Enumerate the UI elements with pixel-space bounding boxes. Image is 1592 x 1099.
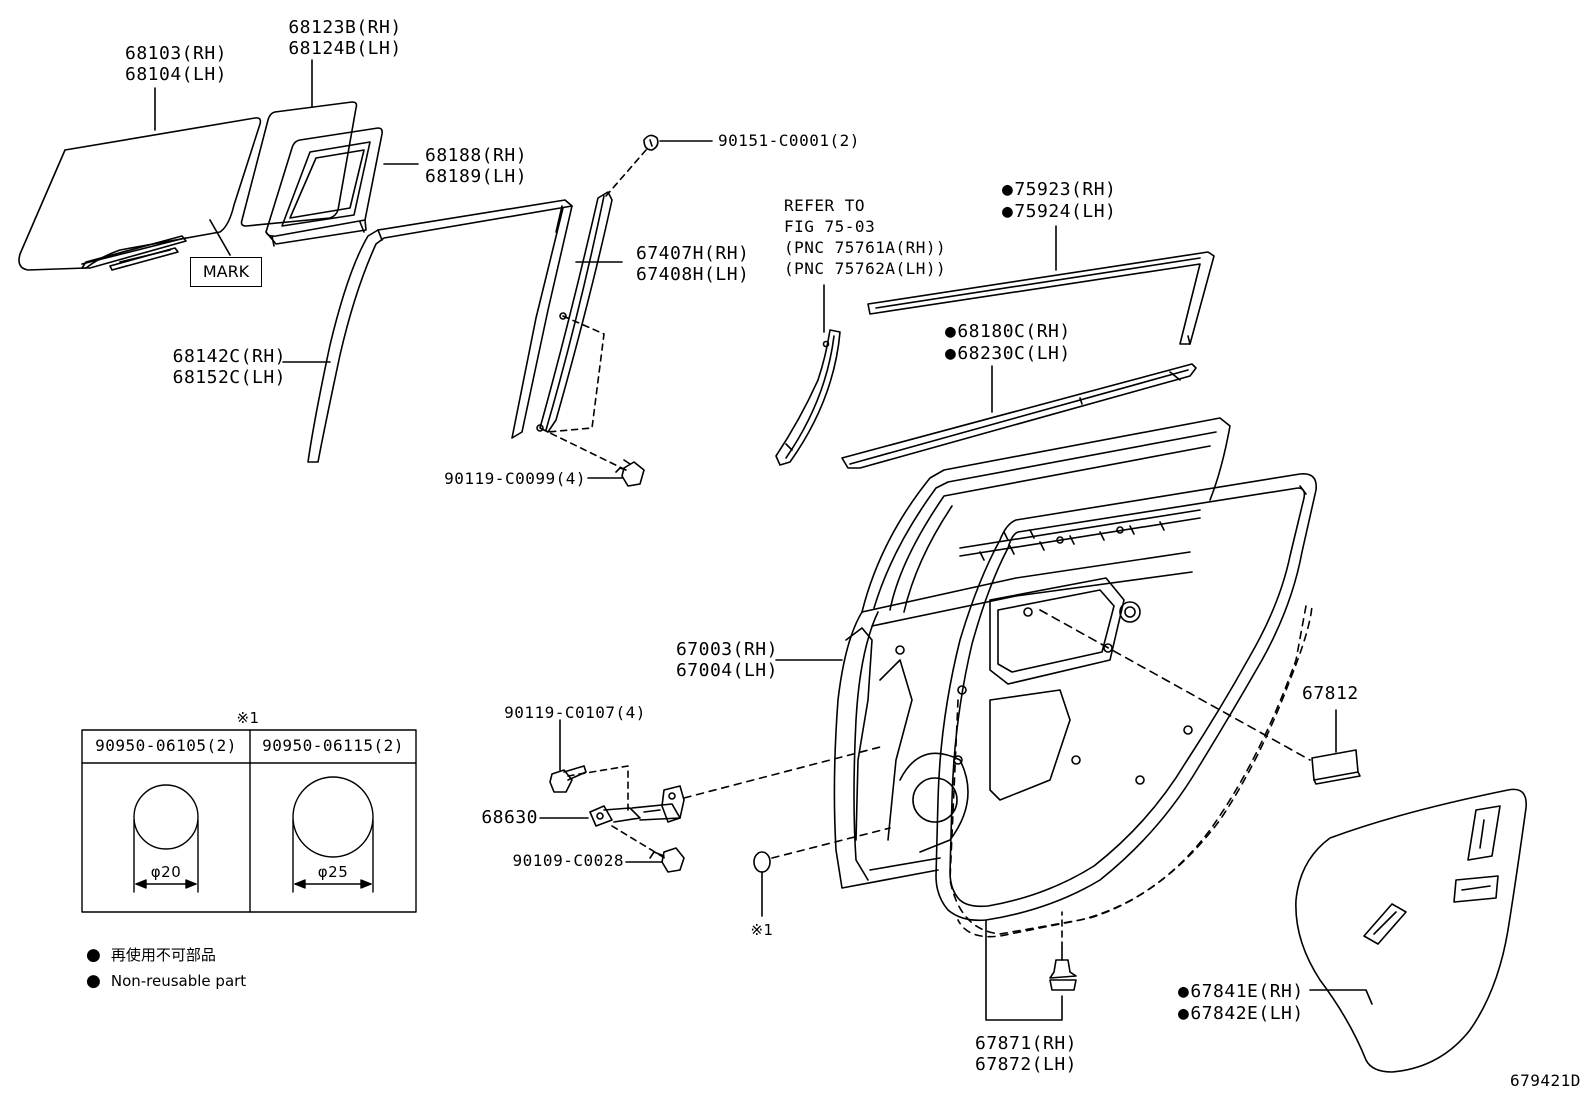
dashed-weatherstrip-outer <box>957 605 1307 938</box>
belt-weatherstrip-inner <box>841 363 1197 469</box>
screw-90151 <box>643 134 659 151</box>
label-67812: 67812 <box>1302 683 1359 704</box>
bolt-90119-c0099 <box>615 459 645 487</box>
plug-table-dim-2: φ25 <box>317 863 349 881</box>
dashed-67407h-bolt <box>547 315 631 473</box>
plug-table-dim-1: φ20 <box>150 863 182 881</box>
label-67871: 67871(RH) <box>974 1033 1078 1054</box>
door-glass <box>18 117 262 271</box>
refer-line-4: (PNC 75762A(LH)) <box>784 259 947 278</box>
service-hole-cover <box>1295 788 1527 1073</box>
label-68142c: 68142C(RH) <box>172 346 286 367</box>
label-90151: 90151-C0001(2) <box>718 131 860 150</box>
label-90119-c0107: 90119-C0107(4) <box>504 703 646 722</box>
dashed-hinge-bolts <box>567 765 669 861</box>
dashed-weatherstrip-inner <box>949 605 1313 935</box>
label-68152c: 68152C(LH) <box>172 367 286 388</box>
label-67842e: 67842E(LH) <box>1178 1004 1304 1024</box>
plug-circle-25 <box>292 776 374 858</box>
clip-67871 <box>1049 947 1077 991</box>
plug-table <box>81 729 417 913</box>
label-68104: 68104(LH) <box>124 64 228 85</box>
plug-table-ref: ※1 <box>236 709 260 727</box>
dashed-hinge-door <box>683 745 885 799</box>
door-weatherstrip <box>935 473 1317 922</box>
label-68188: 68188(RH) <box>425 145 528 166</box>
dashed-plug <box>771 827 891 859</box>
refer-line-3: (PNC 75761A(RH)) <box>784 238 947 257</box>
label-68124b: 68124B(LH) <box>288 38 402 59</box>
dashed-67812 <box>1039 609 1311 761</box>
label-67841e: 67841E(RH) <box>1178 982 1304 1002</box>
label-75924: 75924(LH) <box>1002 202 1116 222</box>
label-68180c: 68180C(RH) <box>945 322 1071 342</box>
refer-line-2: FIG 75-03 <box>784 217 876 236</box>
door-hinge <box>589 785 685 827</box>
plug-circle-20 <box>133 784 199 850</box>
label-90109-c0028: 90109-C0028 <box>512 851 624 870</box>
division-bar <box>536 191 613 433</box>
belt-moulding-outer <box>867 251 1215 345</box>
label-67407h: 67407H(RH) <box>636 243 750 264</box>
hole-plug-67812 <box>1311 749 1361 785</box>
glass-run <box>307 199 573 463</box>
refer-line-1: REFER TO <box>784 196 866 215</box>
dashed-67407h-screw <box>605 149 647 197</box>
label-68103: 68103(RH) <box>124 43 228 64</box>
label-68123b: 68123B(RH) <box>288 17 402 38</box>
quarter-glass <box>240 101 358 227</box>
label-68230c: 68230C(LH) <box>945 344 1071 364</box>
plug-table-part-2: 90950-06115(2) <box>262 736 404 755</box>
leader-67841e <box>1309 989 1373 1005</box>
door-panel <box>833 417 1231 889</box>
door-moulding-ref <box>775 329 841 466</box>
leader-67871 <box>985 919 1063 1021</box>
label-67004: 67004(LH) <box>675 660 778 681</box>
bolt-90109-c0028 <box>649 847 685 873</box>
quarter-glass-frame <box>265 127 383 247</box>
bolt-90119-c0107 <box>549 765 587 793</box>
plug-table-part-1: 90950-06105(2) <box>95 736 237 755</box>
label-67408h: 67408H(LH) <box>636 264 750 285</box>
label-67003: 67003(RH) <box>675 639 778 660</box>
label-68189: 68189(LH) <box>425 166 528 187</box>
label-75923: 75923(RH) <box>1002 180 1116 200</box>
hole-plug-ref1 <box>753 851 771 873</box>
figure-number: 679421D <box>1510 1071 1581 1090</box>
label-90119-c0099: 90119-C0099(4) <box>444 469 586 488</box>
label-68630: 68630 <box>481 807 538 828</box>
label-ref1-plug: ※1 <box>750 921 774 939</box>
leader-mark <box>209 219 231 256</box>
label-67872: 67872(LH) <box>974 1054 1078 1075</box>
